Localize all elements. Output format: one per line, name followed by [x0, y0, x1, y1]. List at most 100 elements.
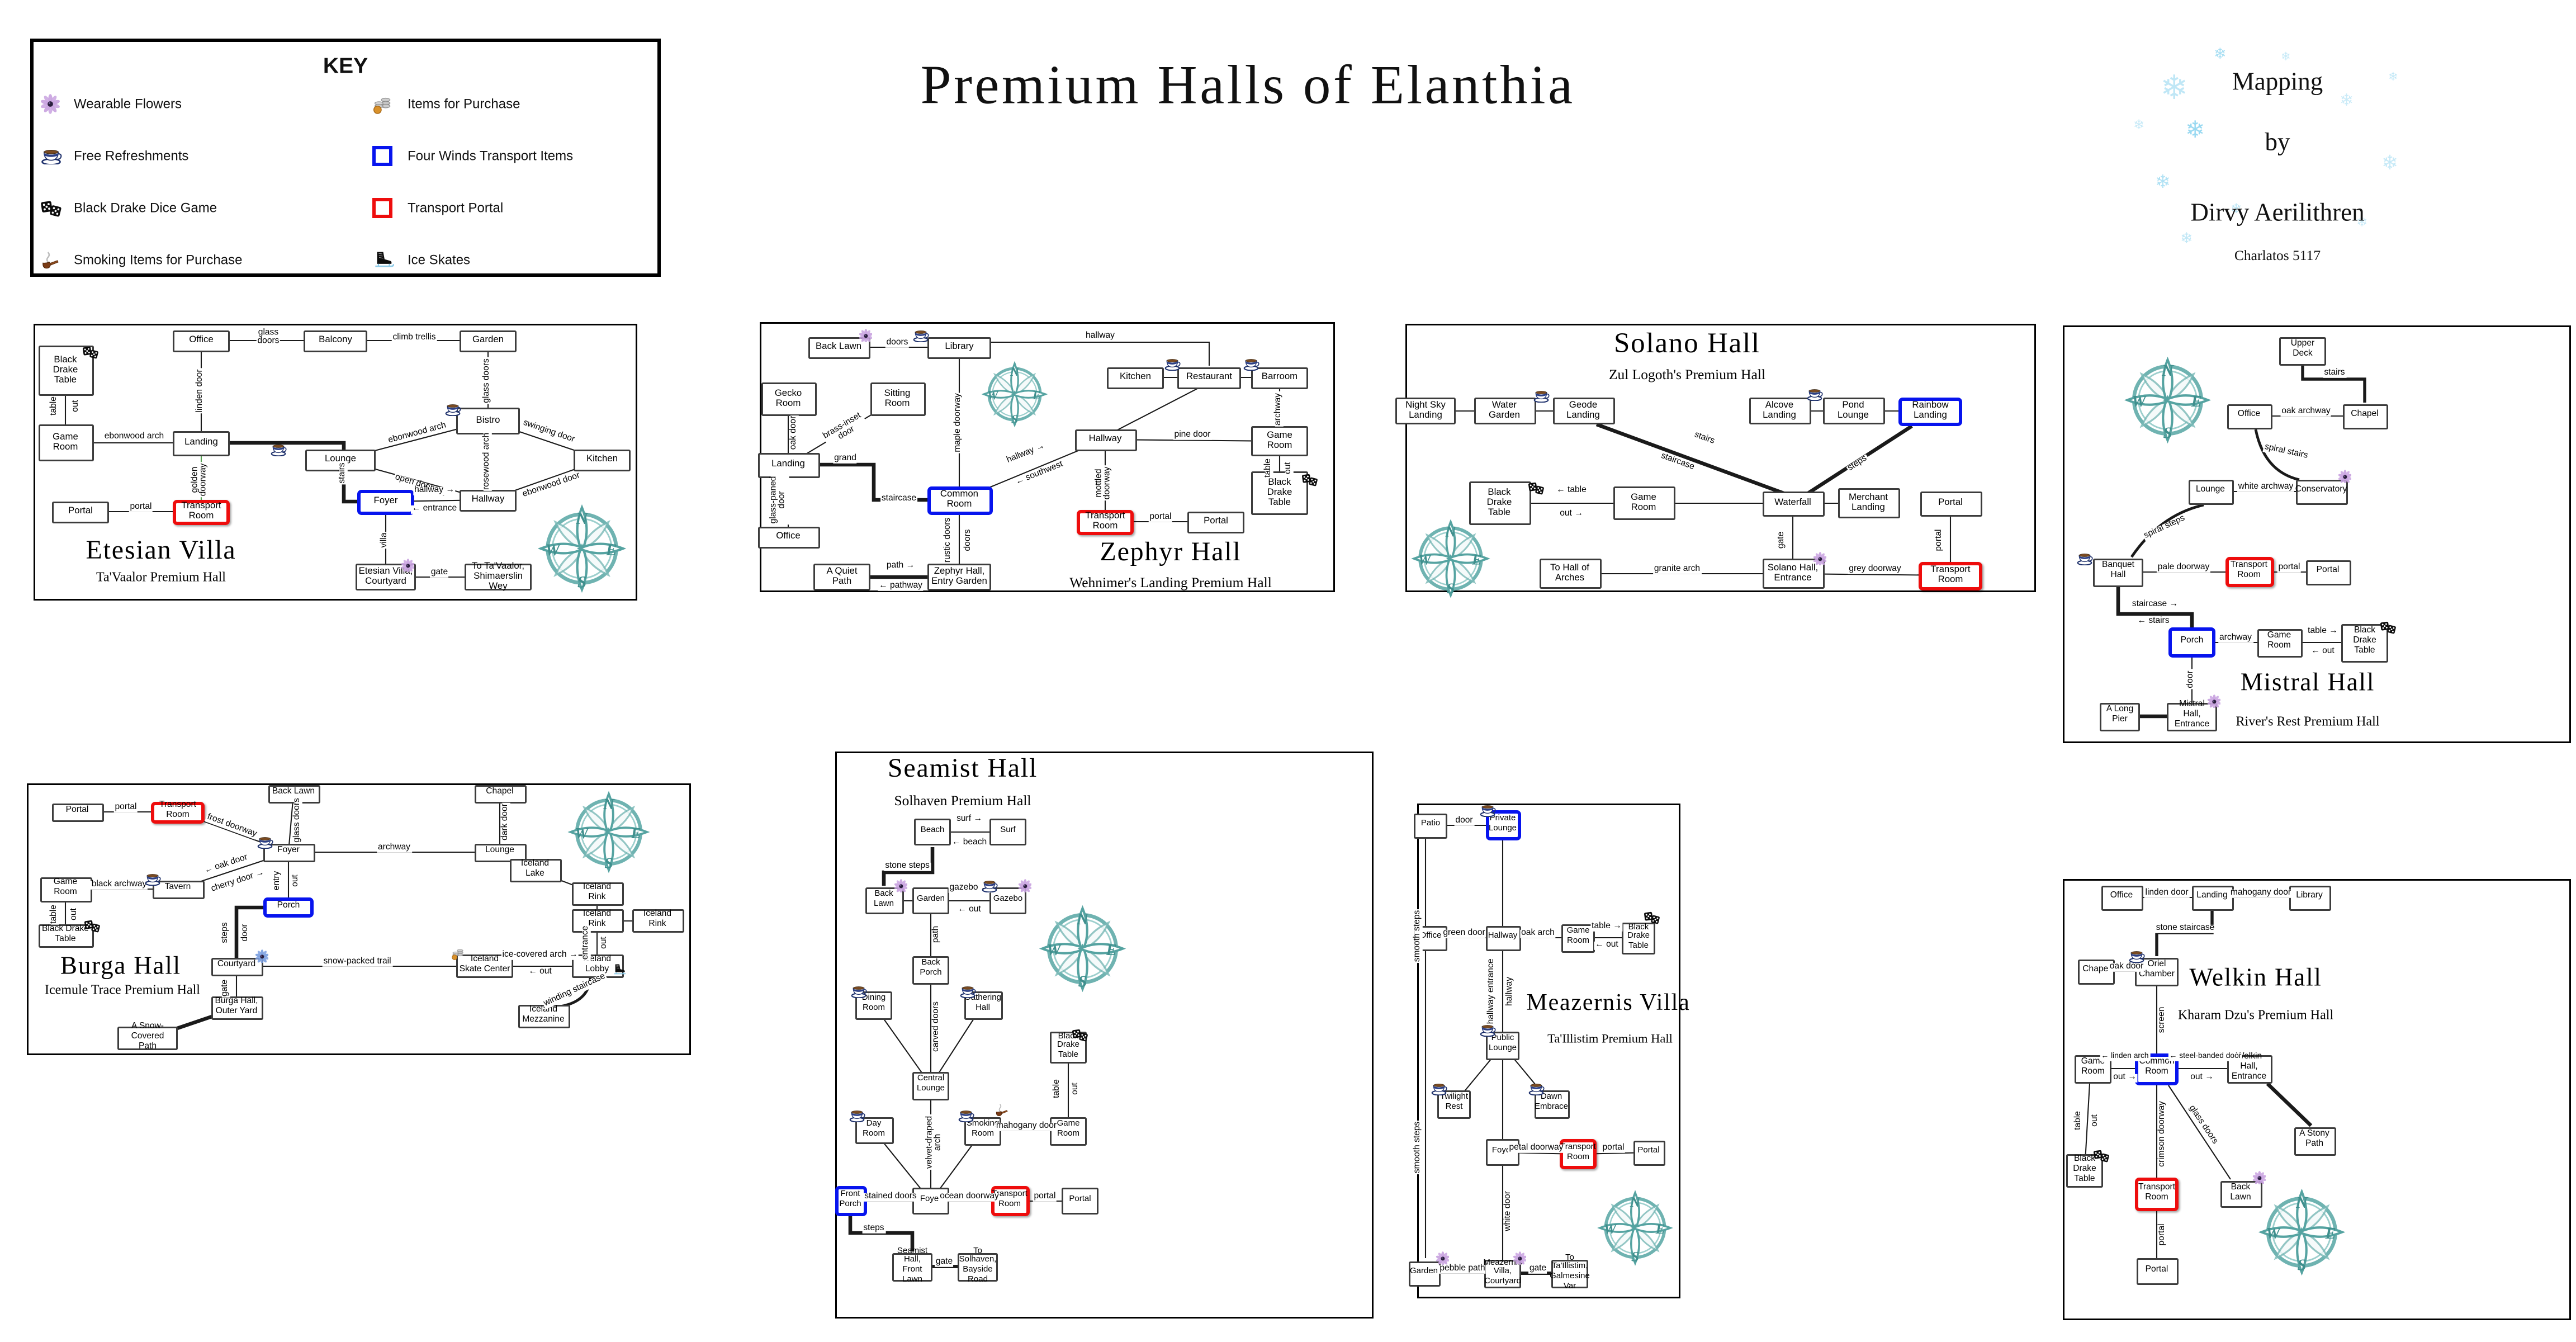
room-central: Central Lounge [912, 1071, 949, 1100]
dice-icon [2380, 620, 2397, 634]
room-back: Back Porch [912, 955, 949, 984]
edge-label-grey-doorway: grey doorway [1848, 564, 1902, 575]
edge-label-maple-doorway: maple doorway [953, 392, 964, 453]
edge-label-carved-doors: carved doors [931, 1000, 943, 1053]
room-water: Water Garden [1473, 398, 1536, 424]
room-iceland: Iceland Rink [631, 909, 684, 933]
room-restaurant: Restaurant [1177, 366, 1241, 389]
key-label-smoking-items-for-purchase: Smoking Items for Purchase [74, 252, 243, 268]
room-barroom: Barroom [1251, 366, 1308, 389]
teacup-icon [981, 879, 998, 892]
edge-label-ocean-doorway: ocean doorway [939, 1191, 1000, 1203]
hall-subtitle-zephyr-hall: Wehnimer's Landing Premium Hall [1069, 574, 1272, 590]
key-panel [30, 39, 661, 277]
edge [1111, 382, 1210, 433]
snowflake-icon: ❄ [2388, 70, 2398, 84]
compass-rose-icon [1409, 517, 1493, 601]
edge-label-rustic-doors: rustic doors [943, 517, 954, 564]
room-black: Black Drake Table [1468, 481, 1531, 525]
room-hallway: Hallway [460, 489, 517, 511]
room-seamist-hall: Seamist Hall, Front Lawn [892, 1246, 932, 1284]
room-to-hall-of: To Hall of Arches [1538, 559, 1601, 589]
edge-label-path: path [931, 925, 943, 944]
room-patio: Patio [1414, 812, 1447, 838]
room-banquet: Banquet Hall [2093, 557, 2143, 587]
teacup-icon [1479, 804, 1496, 817]
edge-label-steps: steps [862, 1223, 886, 1235]
edge-label-hallway: hallway [1504, 976, 1516, 1007]
room-chapel: Chapel [473, 784, 526, 803]
edge-label-table: table [2073, 1110, 2085, 1131]
edge-label-stairs: stairs [2323, 367, 2346, 379]
edge-label-table: table [1052, 1078, 1063, 1099]
edge-label-oak-door: oak door [2108, 961, 2145, 973]
teacup-icon [270, 443, 287, 456]
key-title: KEY [323, 53, 368, 78]
edge-label-crimson-doorway: crimson doorway [2157, 1100, 2168, 1168]
dice-icon [2093, 1149, 2110, 1163]
hall-title-mistral-hall: Mistral Hall [2240, 670, 2375, 697]
edge-label-entry: entry [272, 870, 283, 892]
edge-label-door: door [2185, 669, 2197, 689]
room-private: Private Lounge [1485, 810, 1521, 840]
key-label-four-winds-transport-items: Four Winds Transport Items [408, 148, 574, 164]
teacup-icon [257, 835, 273, 849]
room-landing: Landing [173, 430, 230, 456]
room-transport: Transport Room [1560, 1139, 1597, 1169]
dice-icon [84, 919, 101, 933]
room-portal: Portal [1632, 1140, 1665, 1165]
room-back-lawn: Back Lawn [267, 784, 320, 803]
room-courtyard: Courtyard [210, 957, 263, 976]
room-common: Common Room [926, 485, 992, 514]
edge-label-stairs: stairs [337, 461, 349, 485]
edge-label-table: table → [2307, 626, 2339, 637]
room-upper: Upper Deck [2279, 336, 2326, 365]
edge-label-black-archway: black archway [90, 879, 148, 891]
room-portal: Portal [1187, 511, 1244, 533]
room-night-sky: Night Sky Landing [1395, 398, 1456, 424]
room-bistro: Bistro [456, 408, 520, 434]
hall-subtitle-etesian-villa: Ta'Vaalor Premium Hall [96, 569, 226, 585]
room-transport: Transport Room [151, 801, 205, 823]
teacup-icon [849, 1109, 865, 1122]
edge-label-staircase: staircase → [2131, 599, 2179, 611]
room-library: Library [927, 336, 991, 358]
hall-subtitle-welkin-hall: Kharam Dzu's Premium Hall [2177, 1007, 2334, 1023]
hall-title-meazernis-villa: Meazernis Villa [1526, 991, 1690, 1017]
attribution-mapping: Mapping [2232, 69, 2323, 97]
teacup-icon [1479, 1023, 1496, 1037]
flower-icon [40, 94, 60, 114]
edge-label-portal: portal [1033, 1191, 1057, 1203]
room-game: Game Room [2256, 628, 2302, 657]
edge-label-doors: doors [885, 337, 910, 349]
edge-label-hallway: hallway → [413, 485, 456, 497]
edge [2301, 366, 2366, 403]
room-portal: Portal [2135, 1258, 2178, 1285]
teacup-icon [1528, 1082, 1545, 1095]
edge-label-archway: archway [1273, 392, 1285, 427]
room-portal: Portal [2305, 559, 2351, 585]
edge-label-out: out [69, 907, 80, 922]
snowflake-icon: ❄ [2381, 151, 2399, 174]
teacup-icon [850, 985, 867, 998]
hall-title-zephyr-hall: Zephyr Hall [1100, 538, 1242, 567]
hall-subtitle-burga-hall: Icemule Trace Premium Hall [45, 982, 200, 998]
room-dining: Dining Room [855, 990, 892, 1019]
teacup-icon [144, 872, 161, 886]
room-surf: Surf [989, 819, 1026, 845]
edge-label-gate: gate [1528, 1263, 1547, 1275]
room-porch: Porch [263, 897, 314, 918]
coins-icon [372, 95, 392, 114]
key-label-wearable-flowers: Wearable Flowers [74, 96, 182, 112]
hall-subtitle-meazernis-villa: Ta'Illistim Premium Hall [1547, 1031, 1673, 1046]
edge-label-stone-staircase: stone staircase [2154, 923, 2216, 934]
edge-label-portal: portal [1148, 512, 1173, 523]
edge-label-velvet-draped: velvet-draped arch [925, 1115, 945, 1170]
edge-label-portal: portal [1934, 528, 1945, 552]
flower-icon [893, 878, 908, 893]
edge-label-pale-doorway: pale doorway [2156, 562, 2211, 574]
edge-label-out: out → [2189, 1072, 2215, 1084]
edge-label-portal: portal [1601, 1142, 1626, 1154]
edge-label-granite-arch: granite arch [1653, 564, 1701, 575]
room-portal: Portal [1062, 1188, 1098, 1215]
